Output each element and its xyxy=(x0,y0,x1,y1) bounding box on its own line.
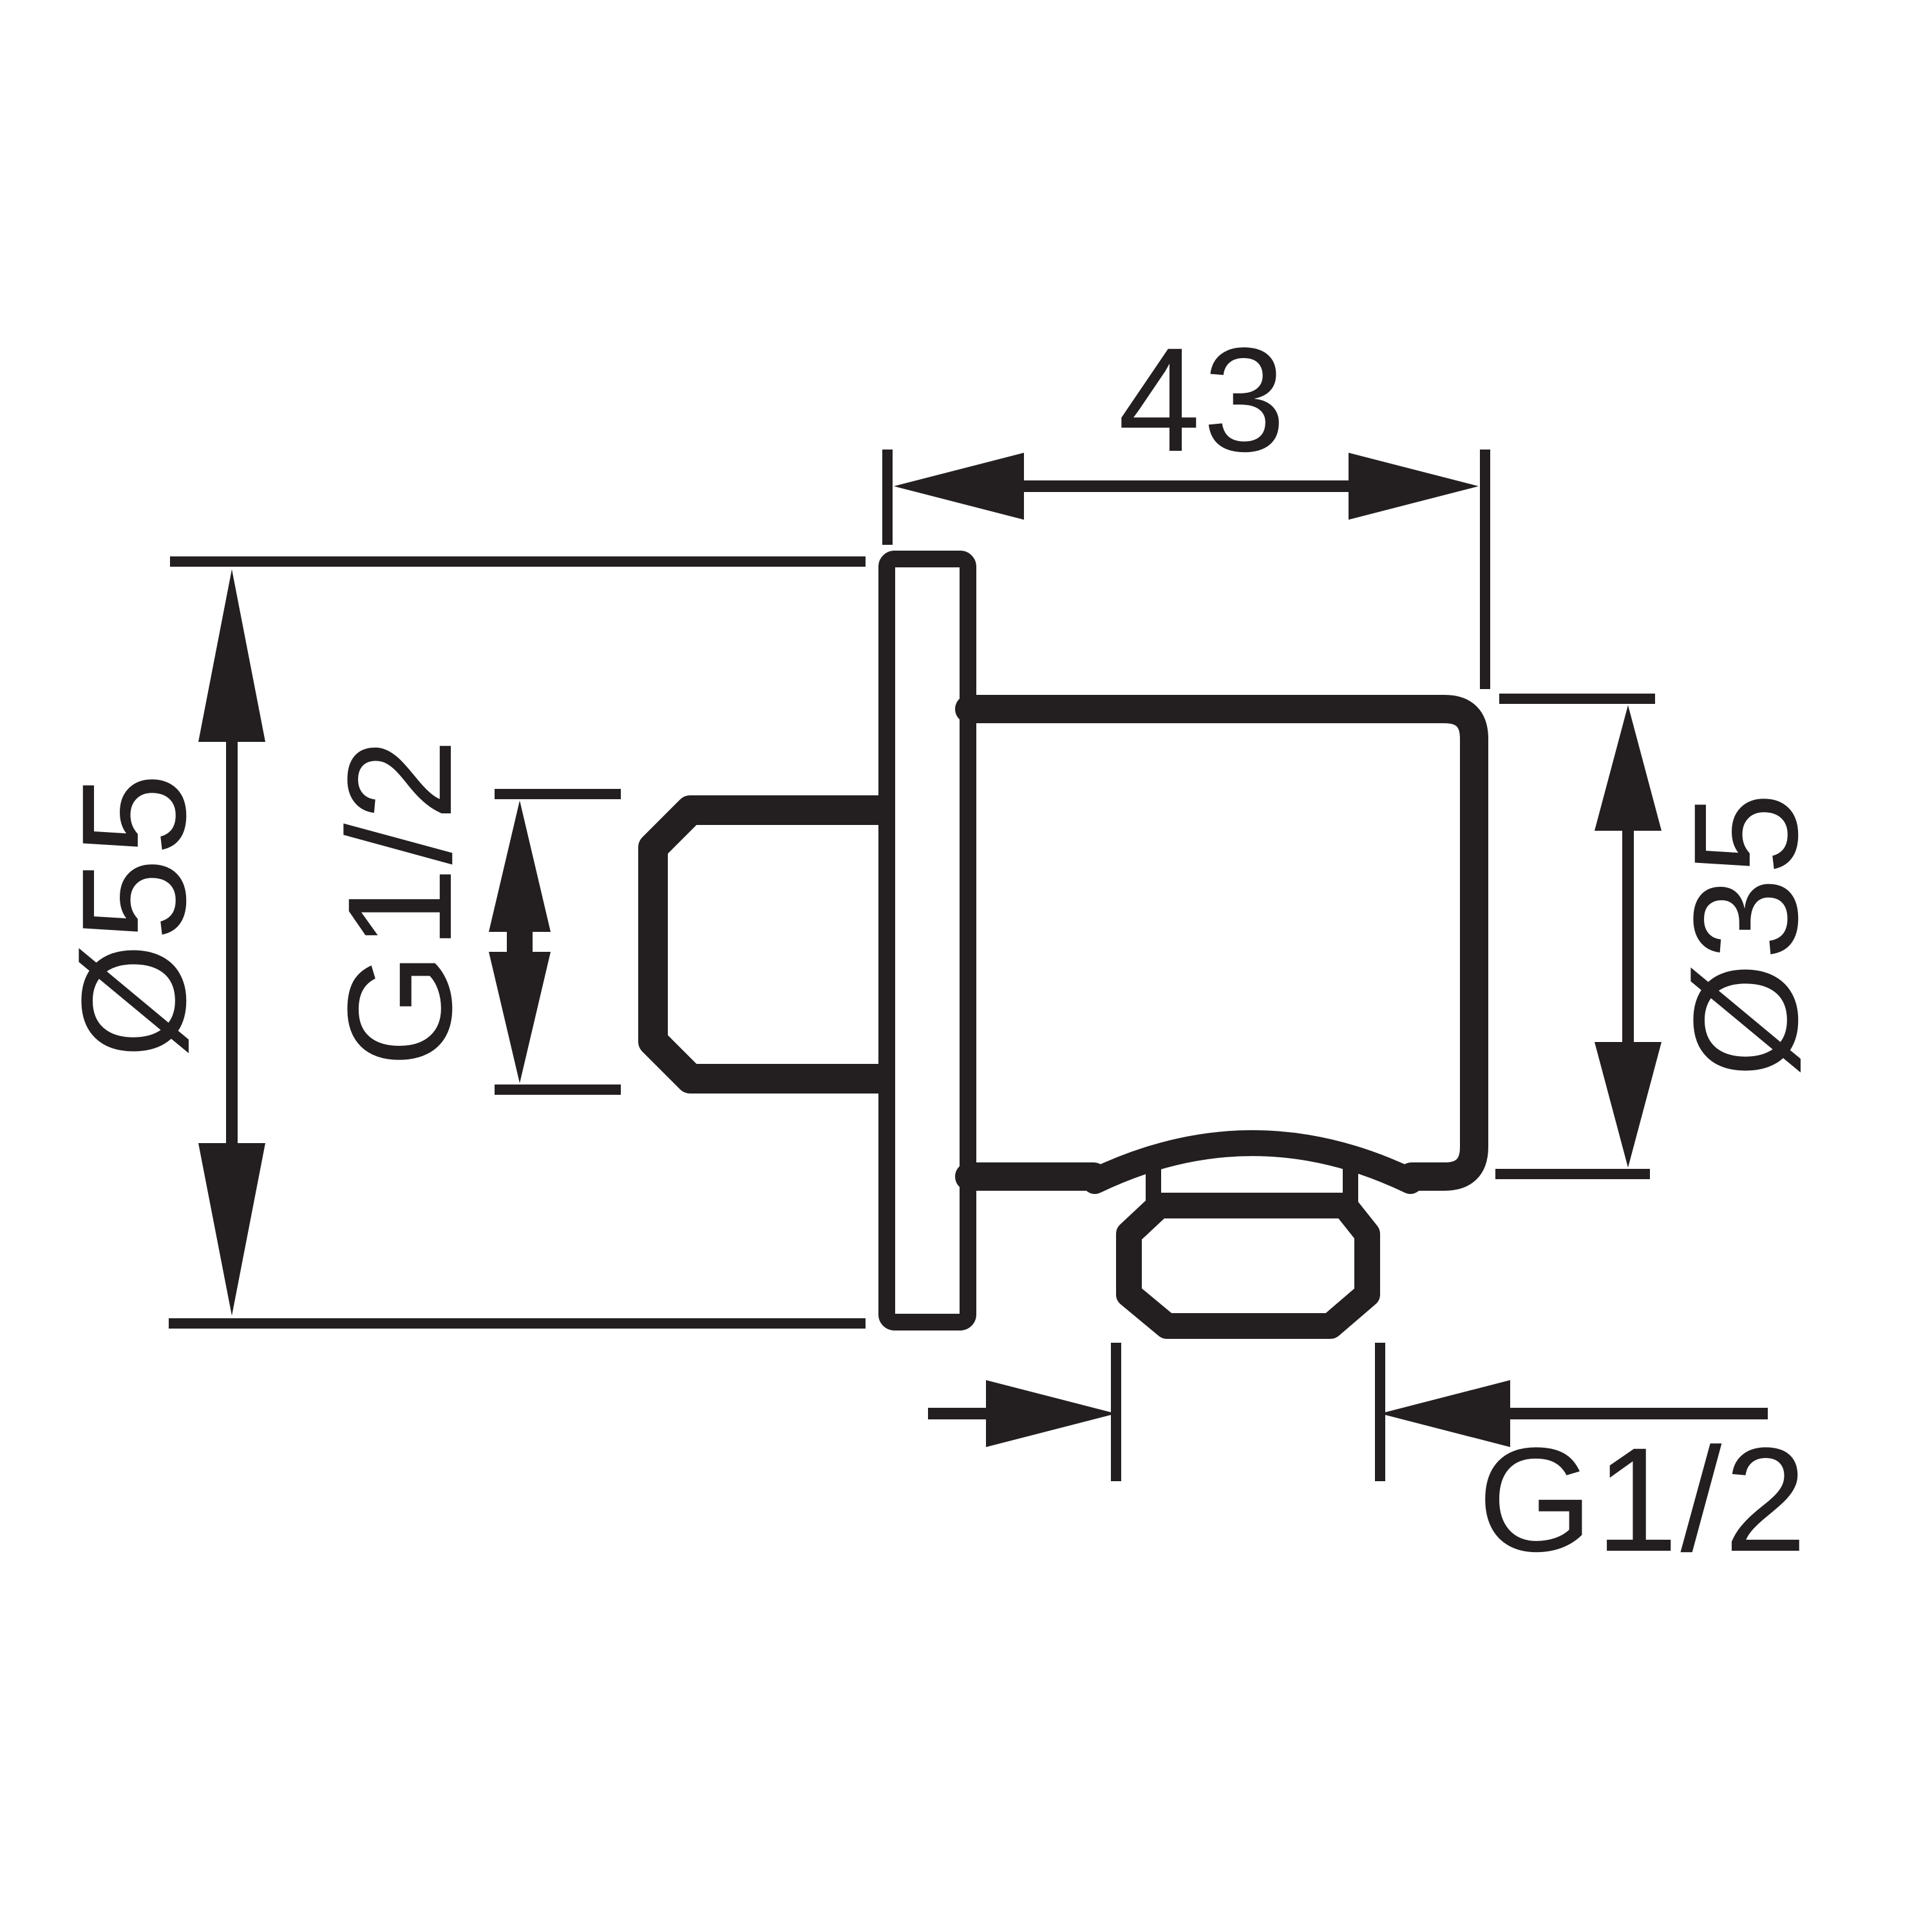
outlet-dome-arc xyxy=(1082,1130,1423,1194)
dim-flange-diameter-arrowhead-up xyxy=(198,569,265,742)
dim-outlet-thread-arrowhead-right xyxy=(1380,1380,1510,1447)
dim-body-diameter-arrowhead-up xyxy=(1595,705,1662,831)
dim-flange-diameter: Ø55 xyxy=(51,556,866,1329)
dim-body-diameter: Ø35 xyxy=(1495,694,1828,1179)
outlet-nut-outline xyxy=(1116,1193,1380,1339)
dim-inlet-thread: G1/2 xyxy=(317,736,621,1095)
dim-body-diameter-label: Ø35 xyxy=(1663,790,1828,1078)
dim-inlet-thread-arrowhead-up xyxy=(489,800,551,932)
dim-inlet-thread-arrowhead-down xyxy=(489,952,551,1083)
dim-top-width-arrowhead-left xyxy=(894,453,1024,520)
dim-inlet-thread-label: G1/2 xyxy=(317,736,482,1068)
body-outline xyxy=(955,695,1488,1191)
dim-top-width: 43 xyxy=(882,317,1490,689)
dim-outlet-thread-label: G1/2 xyxy=(1478,1417,1810,1582)
flange-plate-outline xyxy=(878,551,976,1331)
dim-flange-diameter-label: Ø55 xyxy=(51,771,216,1059)
dim-top-width-label: 43 xyxy=(1118,317,1288,482)
dim-body-diameter-arrowhead-down xyxy=(1595,1042,1662,1168)
dim-outlet-thread-arrowhead-left xyxy=(986,1380,1116,1447)
dim-flange-diameter-arrowhead-down xyxy=(198,1143,265,1316)
part-outline xyxy=(638,551,1488,1339)
dim-top-width-arrowhead-right xyxy=(1349,453,1479,520)
inlet-stub-outline xyxy=(638,795,887,1094)
dim-outlet-thread: G1/2 xyxy=(928,1343,1810,1582)
